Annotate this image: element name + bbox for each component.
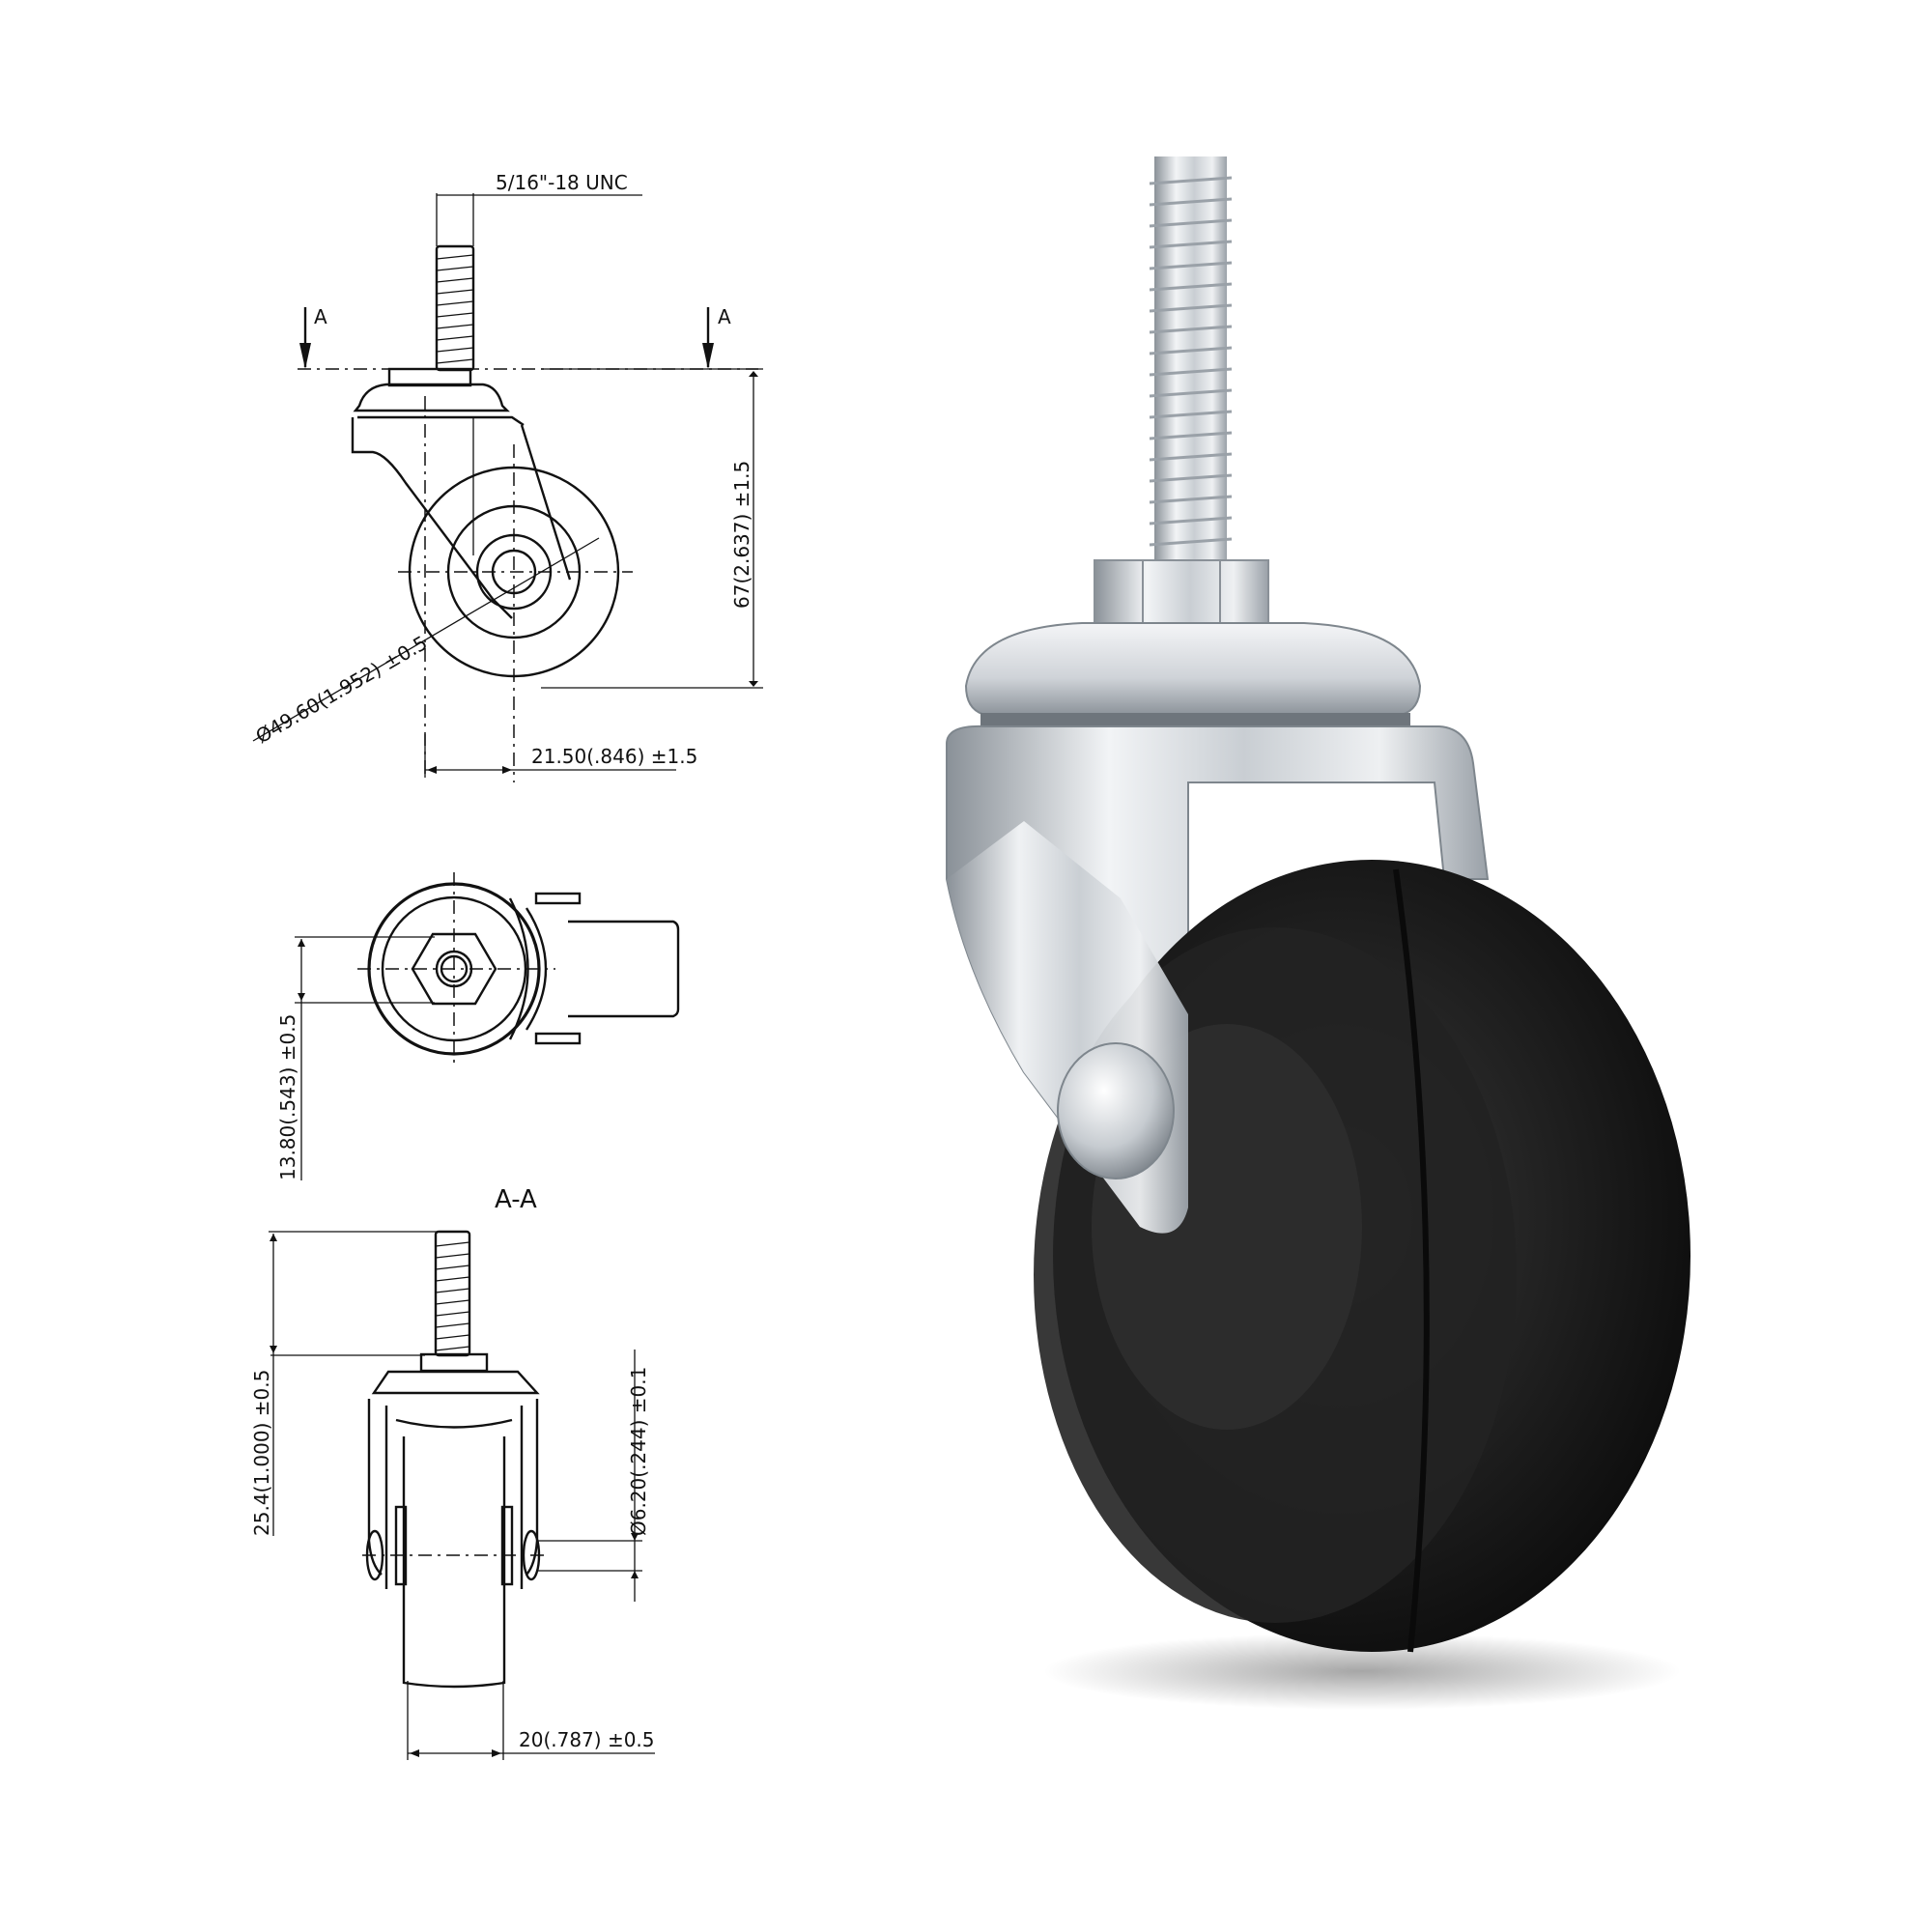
wheel-width-label: 20(.787) ±0.5 bbox=[519, 1728, 655, 1751]
product-photo bbox=[908, 145, 1758, 1739]
front-view: 25.4(1.000) ±0.5 Ø6.20(.244) ±0.1 20(.78… bbox=[250, 1230, 655, 1760]
technical-drawing: 5/16"-18 UNC A A bbox=[250, 171, 763, 1760]
hex-nut bbox=[1094, 559, 1269, 629]
overall-height-label: 67(2.637) ±1.5 bbox=[730, 461, 753, 609]
section-title: A-A bbox=[495, 1185, 537, 1214]
wheel-diameter-label: Ø49.60(1.952) ±0.5 bbox=[252, 631, 432, 748]
axle-rivet bbox=[1057, 1042, 1175, 1179]
side-view: 5/16"-18 UNC A A bbox=[252, 171, 763, 782]
axle-diameter-label: Ø6.20(.244) ±0.1 bbox=[627, 1367, 650, 1536]
section-marker-left: A bbox=[314, 305, 327, 328]
top-offset-label: 13.80(.543) ±0.5 bbox=[276, 1014, 299, 1180]
section-marker-right: A bbox=[718, 305, 731, 328]
top-view: 13.80(.543) ±0.5 A-A bbox=[276, 872, 680, 1214]
thread-spec-label: 5/16"-18 UNC bbox=[496, 171, 628, 194]
top-plate bbox=[964, 622, 1422, 716]
threaded-stem bbox=[1149, 156, 1233, 562]
stem-length-label: 25.4(1.000) ±0.5 bbox=[250, 1370, 273, 1536]
rubber-wheel bbox=[1034, 860, 1690, 1653]
swivel-offset-label: 21.50(.846) ±1.5 bbox=[531, 745, 697, 768]
caster-illustration bbox=[946, 156, 1690, 1710]
drawing-canvas: 5/16"-18 UNC A A bbox=[250, 171, 763, 1760]
floor-shadow bbox=[1043, 1633, 1681, 1710]
